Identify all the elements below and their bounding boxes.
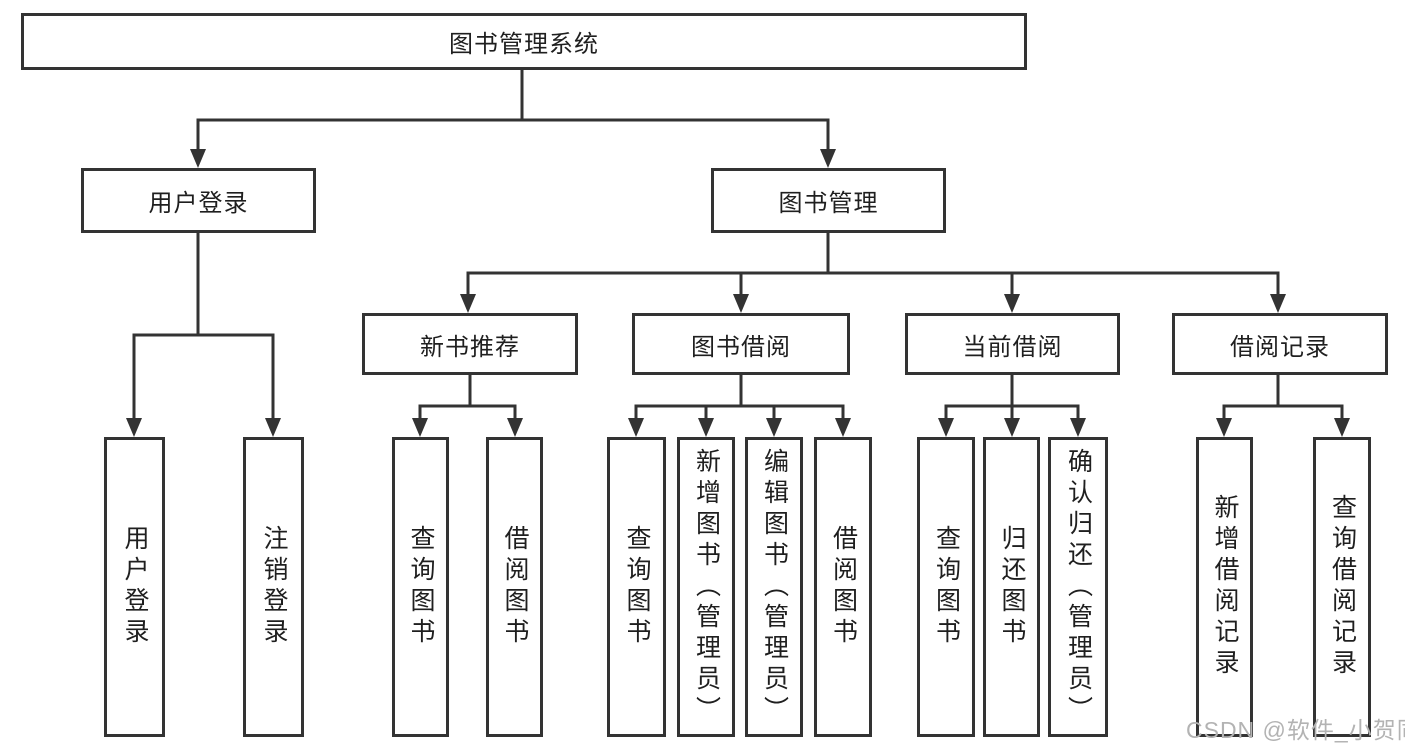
leaf-logout: 注销登录 <box>243 437 304 737</box>
leaf-borrow-borrow-book-label: 借阅图书 <box>829 525 858 649</box>
leaf-query-borrow-record-label: 查询借阅记录 <box>1328 494 1357 680</box>
leaf-add-borrow-record-label: 新增借阅记录 <box>1211 494 1239 680</box>
leaf-current-query-book-label: 查询图书 <box>932 525 961 649</box>
node-book-borrow: 图书借阅 <box>632 313 850 375</box>
node-user-login-branch: 用户登录 <box>81 168 316 233</box>
node-borrow-records-label: 借阅记录 <box>1230 333 1330 361</box>
leaf-edit-book-admin: 编辑图书（管理员） <box>745 437 803 737</box>
node-new-book-recommend-label: 新书推荐 <box>420 333 520 361</box>
leaf-borrow-borrow-book: 借阅图书 <box>814 437 872 737</box>
leaf-borrow-query-book: 查询图书 <box>607 437 666 737</box>
node-book-borrow-label: 图书借阅 <box>691 333 791 361</box>
leaf-add-book-admin-label: 新增图书（管理员） <box>692 447 721 727</box>
leaf-user-login: 用户登录 <box>104 437 165 737</box>
leaf-add-borrow-record: 新增借阅记录 <box>1196 437 1253 737</box>
csdn-watermark: CSDN @软件_小贺同学 <box>1186 717 1405 743</box>
leaf-return-book-label: 归还图书 <box>998 525 1026 649</box>
leaf-recommend-query-book: 查询图书 <box>392 437 449 737</box>
node-root: 图书管理系统 <box>21 13 1027 70</box>
leaf-borrow-query-book-label: 查询图书 <box>623 525 651 649</box>
node-user-login-branch-label: 用户登录 <box>148 190 249 217</box>
arrowheads <box>126 149 1350 437</box>
leaf-current-query-book: 查询图书 <box>917 437 975 737</box>
node-book-management-branch-label: 图书管理 <box>778 190 879 217</box>
leaf-add-book-admin: 新增图书（管理员） <box>677 437 735 737</box>
leaf-query-borrow-record: 查询借阅记录 <box>1313 437 1371 737</box>
leaf-recommend-borrow-book-label: 借阅图书 <box>501 525 529 649</box>
node-current-borrow: 当前借阅 <box>905 313 1120 375</box>
node-borrow-records: 借阅记录 <box>1172 313 1388 375</box>
leaf-confirm-return-admin: 确认归还（管理员） <box>1048 437 1108 737</box>
leaf-recommend-borrow-book: 借阅图书 <box>486 437 543 737</box>
node-current-borrow-label: 当前借阅 <box>962 333 1063 361</box>
leaf-recommend-query-book-label: 查询图书 <box>407 525 435 649</box>
leaf-edit-book-admin-label: 编辑图书（管理员） <box>760 447 789 727</box>
leaf-return-book: 归还图书 <box>983 437 1040 737</box>
node-book-management-branch: 图书管理 <box>711 168 946 233</box>
node-new-book-recommend: 新书推荐 <box>362 313 578 375</box>
leaf-logout-label: 注销登录 <box>260 525 288 649</box>
node-root-label: 图书管理系统 <box>449 31 599 58</box>
leaf-confirm-return-admin-label: 确认归还（管理员） <box>1064 447 1093 727</box>
leaf-user-login-label: 用户登录 <box>121 525 149 649</box>
